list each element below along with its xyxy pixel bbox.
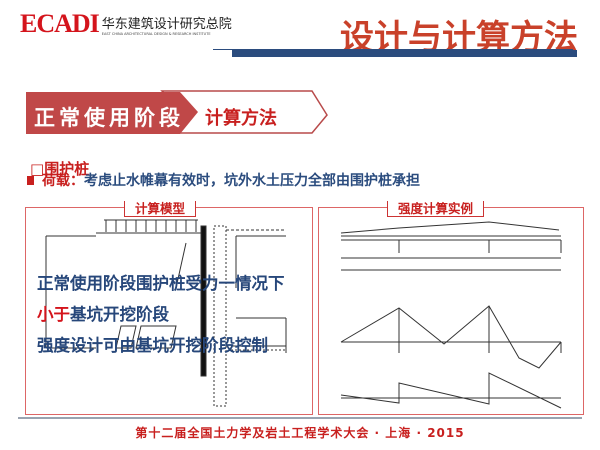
overlay-line-1: 正常使用阶段围护桩受力一情况下 [37, 274, 285, 293]
footer-divider [18, 417, 582, 419]
header-bar [232, 50, 577, 57]
strength-diagrams [340, 221, 562, 409]
logo-en: EAST CHINA ARCHITECTURAL DESIGN & RESEAR… [101, 32, 211, 36]
calc-model-label: 计算模型 [124, 201, 197, 217]
shear-diagram [340, 372, 562, 409]
section-tabs: 正常使用阶段 计算方法 [22, 82, 332, 142]
section-heading-text: 围护桩 [44, 160, 90, 178]
footer-text: 第十二届全国土力学及岩土工程学术大会 · 上海 · 2015 [135, 426, 465, 440]
overlay-line-3: 强度设计可由基坑开挖阶段控制 [37, 336, 268, 355]
logo-mark: ECADI [20, 9, 100, 38]
bullet-square-icon [27, 176, 34, 185]
logo-cn: 华东建筑设计研究总院 [101, 17, 232, 32]
tab-active: 正常使用阶段 [34, 106, 184, 130]
strength-example-label: 强度计算实例 [387, 201, 485, 217]
calc-model-drawing [45, 219, 287, 407]
section-heading: □围护桩 [30, 158, 89, 179]
header-divider [213, 49, 573, 50]
load-arrows [104, 219, 198, 232]
overlay-highlight: 小于 [37, 305, 70, 324]
load-bullet: 荷载：考虑止水帷幕有效时，坑外水土压力全部由围护桩承担 [27, 170, 420, 190]
overlay-line-2: 小于基坑开挖阶段 [37, 299, 285, 330]
logo: ECADI 华东建筑设计研究总院 EAST CHINA ARCHITECTURA… [20, 9, 232, 38]
strength-example-panel [318, 207, 584, 415]
tab-arrows: 正常使用阶段 计算方法 [26, 90, 328, 134]
geometry-diagram [340, 221, 562, 271]
bullet-text: 考虑止水帷幕有效时，坑外水土压力全部由围护桩承担 [84, 173, 420, 189]
checkbox-square-icon: □ [30, 160, 45, 178]
overlay-text: 正常使用阶段围护桩受力一情况下 小于基坑开挖阶段 强度设计可由基坑开挖阶段控制 [37, 268, 285, 361]
moment-diagram [340, 305, 562, 369]
tab-next: 计算方法 [205, 107, 277, 129]
overlay-line-2-text: 基坑开挖阶段 [70, 305, 169, 324]
bullet-label: 荷载： [42, 173, 84, 189]
